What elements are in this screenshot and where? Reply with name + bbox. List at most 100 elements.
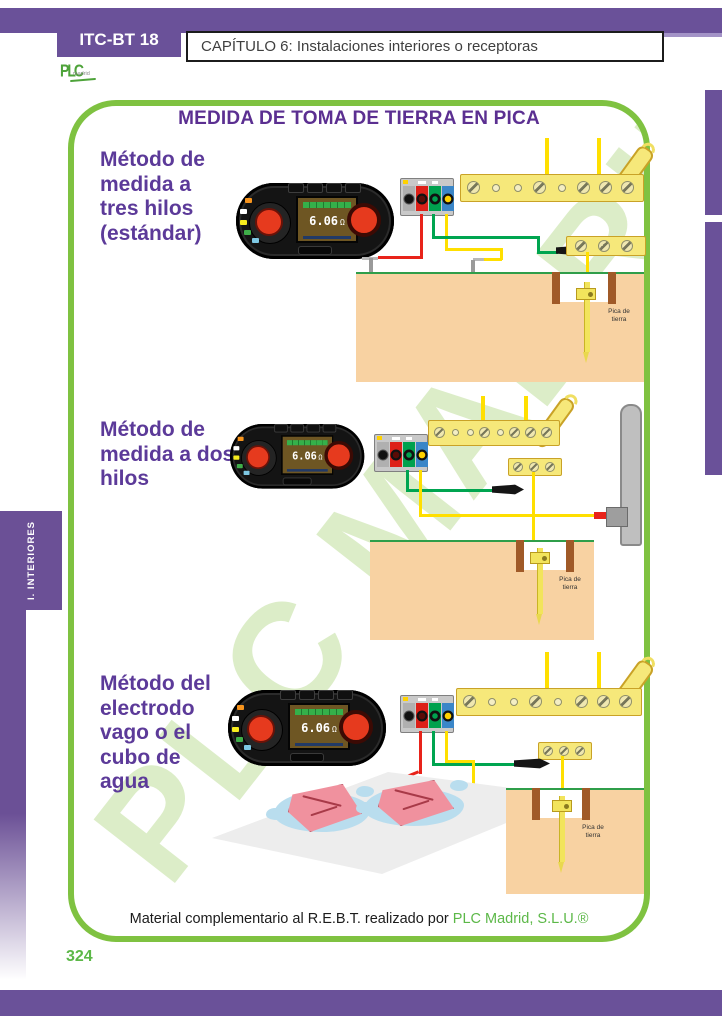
display-footer-strip xyxy=(303,236,351,239)
terminal-block-1 xyxy=(400,178,454,216)
red-terminal-icon xyxy=(390,449,402,460)
range-mark-icon xyxy=(236,737,243,742)
reading-value: 6.06 xyxy=(292,450,317,463)
yellow-test-wire xyxy=(445,731,448,762)
brand-plate xyxy=(298,246,332,255)
screw-icon xyxy=(434,427,445,438)
range-mark-icon xyxy=(233,446,240,451)
connector-tab-icon xyxy=(345,183,361,193)
green-terminal-slot xyxy=(403,442,415,467)
range-mark-icon xyxy=(243,470,250,475)
yellow-test-wire xyxy=(445,248,503,251)
side-tab-label: I. INTERIORES xyxy=(25,521,37,600)
riser-wire xyxy=(597,652,601,690)
screw-icon xyxy=(575,695,588,708)
test-button-knob xyxy=(347,203,381,237)
reading-value: 6.06 xyxy=(309,214,339,228)
earth-rod xyxy=(584,282,590,352)
display-bargraph xyxy=(286,440,328,446)
screw-icon xyxy=(559,746,569,756)
water-splash-icon xyxy=(266,808,286,820)
range-mark-icon xyxy=(237,436,244,441)
pit-wall xyxy=(532,788,540,820)
mains-socket-icon xyxy=(403,710,415,721)
screw-icon xyxy=(497,429,504,436)
green-terminal-icon xyxy=(403,449,415,460)
screw-icon xyxy=(492,184,500,192)
range-mark-icon xyxy=(237,705,244,710)
green-test-wire xyxy=(537,251,558,254)
footer-text: Material complementario al R.E.B.T. real… xyxy=(129,911,453,927)
yellow-test-wire xyxy=(445,214,448,250)
earth-rod-label: Pica de tierra xyxy=(608,308,630,324)
device-top-connectors xyxy=(274,424,337,433)
screw-icon xyxy=(529,462,539,472)
green-test-wire xyxy=(432,731,435,766)
mains-socket-slot xyxy=(403,186,415,211)
yellow-terminal-icon xyxy=(416,449,428,460)
wet-cloth-electrode-2 xyxy=(356,778,468,828)
water-splash-icon xyxy=(450,780,468,791)
range-mark-icon xyxy=(245,198,252,203)
screw-icon xyxy=(598,240,610,252)
connector-tab-icon xyxy=(337,690,353,700)
side-tab-strip xyxy=(0,610,26,980)
screw-icon xyxy=(488,698,496,706)
green-test-wire xyxy=(537,236,540,253)
marker-icon xyxy=(392,437,400,440)
wet-cloth-electrode-1 xyxy=(266,782,374,834)
screw-icon xyxy=(554,698,562,706)
reading-unit: Ω xyxy=(340,218,345,227)
yellow-test-wire xyxy=(484,258,502,261)
logo-subtext: madrid xyxy=(73,71,90,77)
pit-wall xyxy=(582,788,590,820)
green-test-wire xyxy=(432,236,540,239)
green-terminal-slot xyxy=(429,703,441,728)
screw-icon xyxy=(545,462,555,472)
screw-icon xyxy=(558,184,566,192)
earth-rod-tip-icon xyxy=(536,614,542,625)
itc-code-label: ITC-BT 18 xyxy=(79,30,159,49)
marker-icon xyxy=(418,698,426,701)
rod-clamp xyxy=(530,552,550,564)
earth-strip-3 xyxy=(538,742,592,760)
rod-clamp xyxy=(552,800,572,812)
connector-tab-icon xyxy=(280,690,296,700)
marker-icon xyxy=(418,181,426,184)
terminal-block-2 xyxy=(374,434,428,472)
screw-icon xyxy=(463,695,476,708)
blue-terminal-slot xyxy=(442,703,454,728)
riser-wire xyxy=(545,138,549,176)
green-terminal-slot xyxy=(429,186,441,211)
brand-plate xyxy=(290,753,324,762)
earth-down-conductor xyxy=(561,756,564,802)
red-terminal-icon xyxy=(416,193,428,204)
itc-code-tab: ITC-BT 18 xyxy=(57,8,181,57)
screw-icon xyxy=(529,695,542,708)
range-mark-icon xyxy=(236,463,243,469)
reading-value: 6.06 xyxy=(301,721,331,735)
rotary-selector-knob xyxy=(255,208,283,236)
red-terminal-slot xyxy=(390,442,402,467)
connector-tab-icon xyxy=(288,183,304,193)
screw-icon xyxy=(533,181,546,194)
earth-rod-tip-icon xyxy=(558,862,564,873)
screw-icon xyxy=(514,184,522,192)
red-test-wire xyxy=(420,214,423,258)
screw-icon xyxy=(452,429,459,436)
blue-terminal-slot xyxy=(442,186,454,211)
rotary-selector-knob xyxy=(246,445,270,470)
rod-clamp xyxy=(576,288,596,300)
earth-strip-1 xyxy=(566,236,646,256)
yellow-terminal-icon xyxy=(442,193,454,204)
connector-tab-icon xyxy=(318,690,334,700)
right-edge-tab-1 xyxy=(705,90,722,215)
test-probe-icon xyxy=(492,484,524,495)
screw-icon xyxy=(621,181,634,194)
marker-icon xyxy=(377,436,382,440)
connector-tab-icon xyxy=(299,690,315,700)
screw-icon xyxy=(467,181,480,194)
screw-icon xyxy=(619,695,632,708)
